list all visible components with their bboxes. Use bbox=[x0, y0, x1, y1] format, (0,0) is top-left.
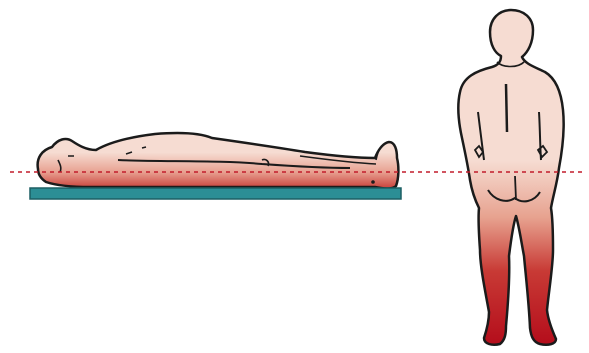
lying-figure-ankle-mark bbox=[371, 180, 375, 184]
standing-figure-body bbox=[458, 10, 563, 345]
exam-table bbox=[30, 188, 401, 199]
standing-figure-cleft bbox=[515, 176, 516, 200]
standing-figure-spine bbox=[506, 84, 507, 132]
lying-figure bbox=[38, 133, 399, 188]
standing-figure bbox=[458, 10, 563, 345]
